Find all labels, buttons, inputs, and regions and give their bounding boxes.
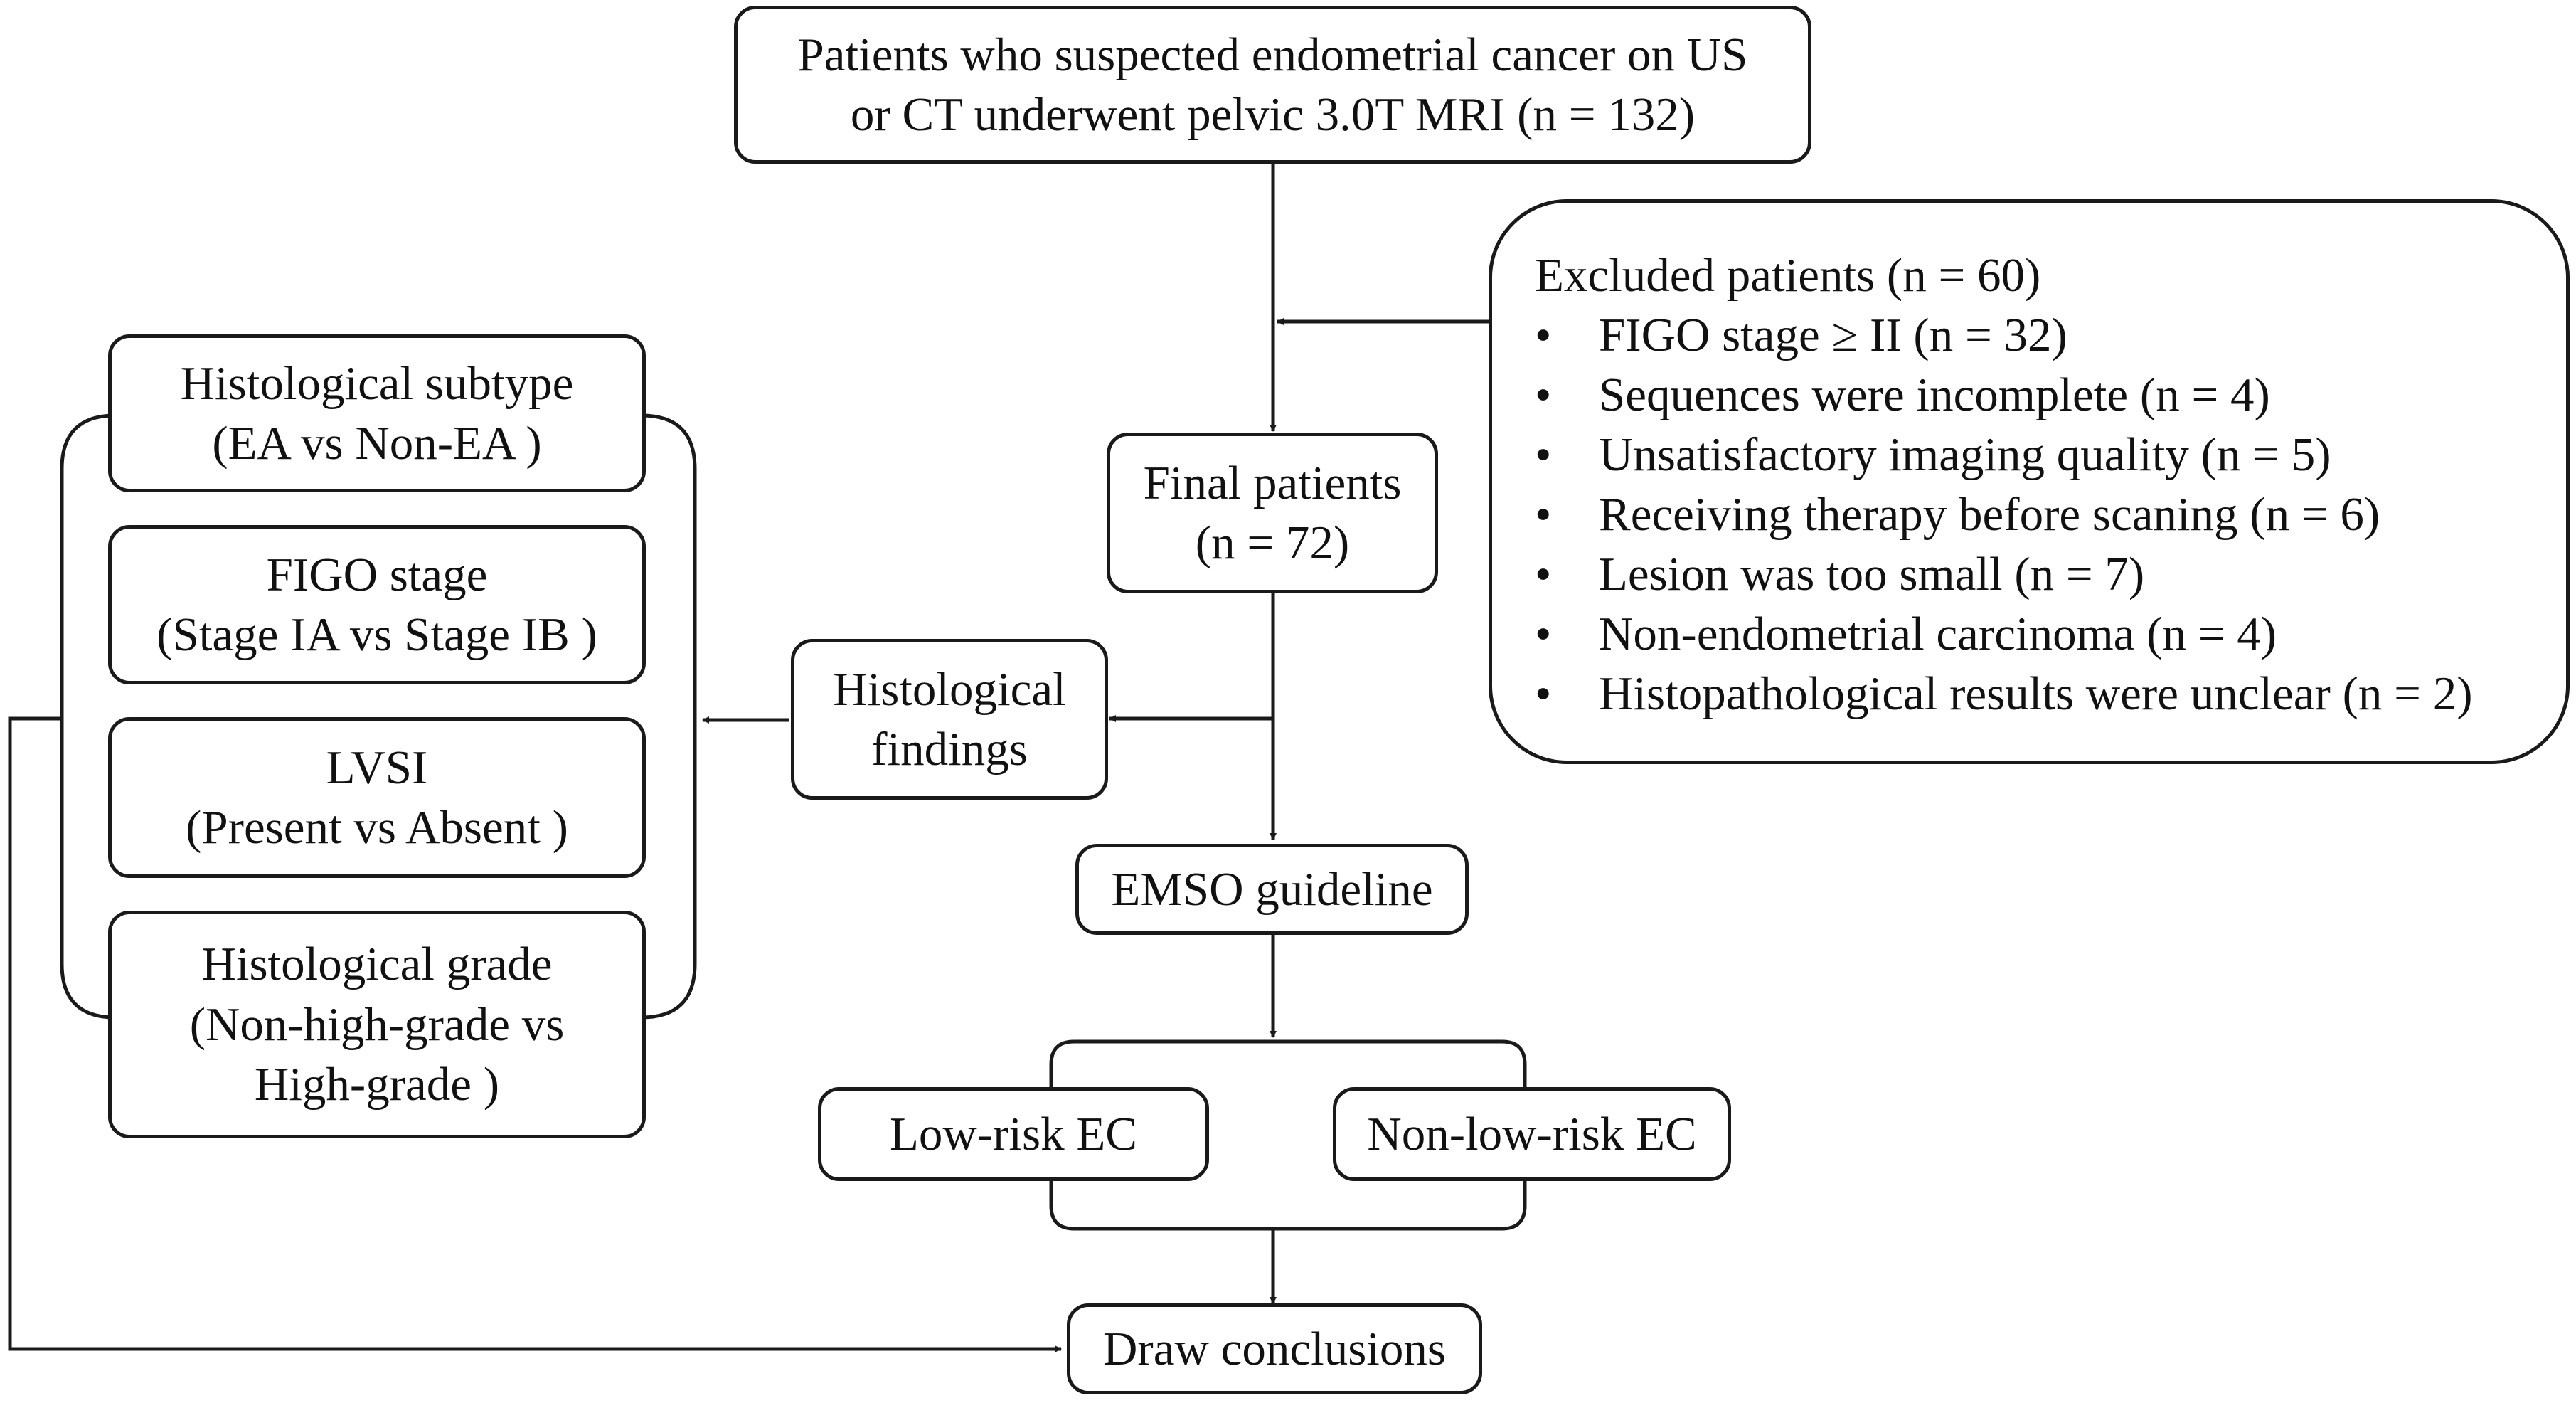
exclusion-item: • Histopathological results were unclear … (1535, 664, 2566, 724)
exclusion-item-text: Lesion was too small (n = 7) (1599, 548, 2145, 600)
non-low-risk-node: Non-low-risk EC (1333, 1087, 1731, 1181)
exclusion-item: • FIGO stage ≥ II (n = 32) (1535, 305, 2566, 365)
emso-guideline-label: EMSO guideline (1111, 862, 1433, 916)
exclusion-item-text: Unsatisfactory imaging quality (n = 5) (1599, 428, 2331, 481)
exclusion-item: • Sequences were incomplete (n = 4) (1535, 365, 2566, 425)
draw-conclusions-label: Draw conclusions (1103, 1322, 1446, 1375)
exclusion-item: • Receiving therapy before scaning (n = 6… (1535, 485, 2566, 544)
criterion-comparison: (Stage IA vs Stage IB ) (156, 608, 597, 661)
non-low-risk-label: Non-low-risk EC (1367, 1107, 1697, 1160)
draw-conclusions-node: Draw conclusions (1067, 1303, 1482, 1394)
final-patients-line-2: (n = 72) (1195, 517, 1350, 569)
start-node-line-2: or CT underwent pelvic 3.0T MRI (n = 132… (850, 88, 1696, 141)
exclusion-list: • FIGO stage ≥ II (n = 32) • Sequences wer… (1535, 305, 2566, 724)
exclusion-item: • Lesion was too small (n = 7) (1535, 544, 2566, 604)
arrow-loop-to-conclusions (8, 716, 1062, 1352)
low-risk-label: Low-risk EC (890, 1107, 1137, 1160)
final-patients-node: Final patients (n = 72) (1107, 433, 1438, 593)
criterion-title: FIGO stage (266, 548, 488, 601)
criterion-comparison: (Non-high-grade vs (189, 997, 565, 1051)
excluded-patients-title: Excluded patients (n = 60) (1535, 249, 2041, 302)
bullet-icon: • (1535, 309, 1552, 361)
exclusion-item: • Non-endometrial carcinoma (n = 4) (1535, 604, 2566, 664)
exclusion-item-text: Sequences were incomplete (n = 4) (1599, 369, 2270, 421)
histological-findings-node: Histological findings (791, 639, 1108, 800)
exclusion-item-text: Receiving therapy before scaning (n = 6) (1599, 488, 2380, 541)
exclusion-item-text: FIGO stage ≥ II (n = 32) (1599, 309, 2067, 361)
criteria-bracket (60, 413, 697, 1020)
bullet-icon: • (1535, 428, 1552, 481)
excluded-patients-box: Excluded patients (n = 60) • FIGO stage ≥… (1489, 199, 2570, 764)
criterion-comparison: (EA vs Non-EA ) (212, 417, 542, 470)
bullet-icon: • (1535, 369, 1552, 421)
exclusion-item: • Unsatisfactory imaging quality (n = 5) (1535, 425, 2566, 485)
bullet-icon: • (1535, 608, 1552, 660)
histological-findings-line-2: findings (871, 723, 1028, 775)
start-node: Patients who suspected endometrial cance… (734, 6, 1811, 164)
criterion-figo-stage: FIGO stage (Stage IA vs Stage IB ) (108, 525, 646, 684)
criterion-histological-grade: Histological grade (Non-high-grade vs Hi… (108, 911, 646, 1138)
bullet-icon: • (1535, 667, 1552, 720)
criterion-lvsi: LVSI (Present vs Absent ) (108, 717, 646, 878)
emso-guideline-node: EMSO guideline (1075, 844, 1469, 935)
bullet-icon: • (1535, 488, 1552, 541)
exclusion-item-text: Histopathological results were unclear (… (1599, 667, 2473, 720)
criterion-title: Histological grade (201, 938, 553, 991)
histological-findings-line-1: Histological (833, 662, 1066, 716)
risk-bracket (1049, 1039, 1527, 1231)
criterion-title: Histological subtype (180, 356, 574, 410)
criterion-title: LVSI (326, 741, 428, 794)
criterion-histological-subtype: Histological subtype (EA vs Non-EA ) (108, 334, 646, 492)
criterion-comparison-cont: High-grade ) (254, 1058, 500, 1111)
final-patients-line-1: Final patients (1143, 456, 1402, 509)
start-node-line-1: Patients who suspected endometrial cance… (797, 28, 1748, 81)
low-risk-node: Low-risk EC (818, 1087, 1209, 1181)
bullet-icon: • (1535, 548, 1552, 600)
exclusion-item-text: Non-endometrial carcinoma (n = 4) (1599, 608, 2277, 660)
criterion-comparison: (Present vs Absent ) (186, 801, 568, 854)
